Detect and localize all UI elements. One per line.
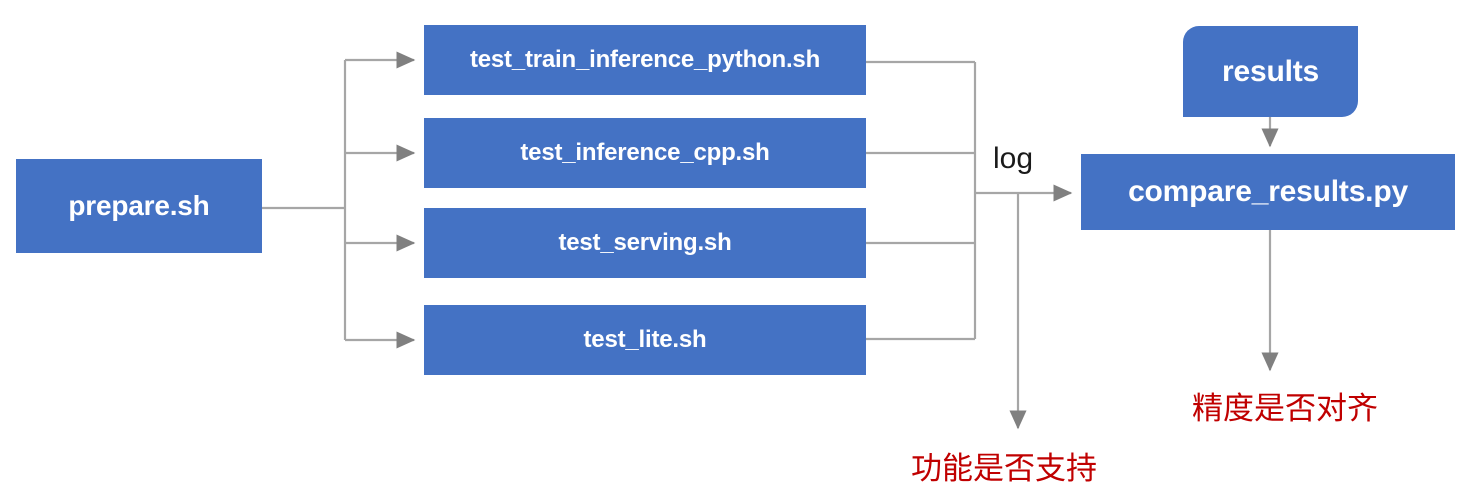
node-test-inference-cpp-label: test_inference_cpp.sh xyxy=(520,139,770,166)
node-test-serving-label: test_serving.sh xyxy=(558,229,732,256)
node-compare-results-py[interactable]: compare_results.py xyxy=(1081,154,1455,230)
node-compare-results-py-label: compare_results.py xyxy=(1128,175,1408,208)
node-results[interactable]: results xyxy=(1183,26,1358,117)
node-test-serving[interactable]: test_serving.sh xyxy=(424,208,866,278)
edge-label-log: log xyxy=(993,142,1034,175)
node-test-train-inference-python[interactable]: test_train_inference_python.sh xyxy=(424,25,866,95)
node-test-lite-label: test_lite.sh xyxy=(583,326,707,353)
note-accuracy-aligned: 精度是否对齐 xyxy=(1192,391,1378,427)
node-prepare-sh[interactable]: prepare.sh xyxy=(16,159,262,253)
note-function-supported: 功能是否支持 xyxy=(911,451,1097,487)
node-results-label: results xyxy=(1222,54,1319,88)
node-test-train-inference-python-label: test_train_inference_python.sh xyxy=(469,46,821,73)
node-test-lite[interactable]: test_lite.sh xyxy=(424,305,866,375)
node-test-inference-cpp[interactable]: test_inference_cpp.sh xyxy=(424,118,866,188)
node-prepare-sh-label: prepare.sh xyxy=(68,190,210,221)
